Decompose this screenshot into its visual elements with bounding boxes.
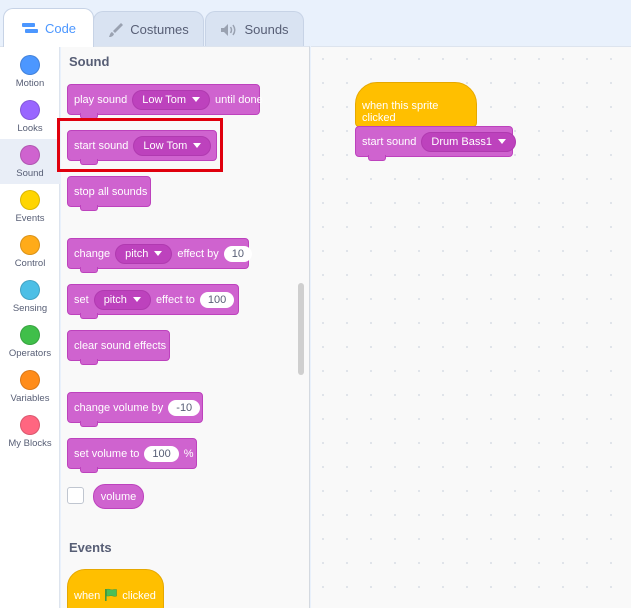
volume-reporter-block[interactable]: volume	[93, 484, 144, 509]
dropdown-caret-icon	[132, 297, 141, 302]
block-text: start sound	[74, 139, 129, 152]
category-label: Operators	[8, 348, 52, 359]
dropdown-value: Low Tom	[143, 139, 188, 152]
volume-monitor-checkbox[interactable]	[67, 487, 84, 504]
block-text: start sound	[362, 135, 417, 148]
block-text: until done	[215, 93, 263, 106]
sound-color-dot	[20, 145, 40, 165]
category-label: Sound	[16, 168, 44, 179]
script-area[interactable]: when this sprite clicked start sound Dru…	[311, 46, 631, 608]
category-variables[interactable]: Variables	[0, 364, 60, 409]
category-label: Looks	[17, 123, 43, 134]
category-sensing[interactable]: Sensing	[0, 274, 60, 319]
code-icon	[21, 21, 39, 35]
category-label: My Blocks	[8, 438, 52, 449]
category-label: Sensing	[12, 303, 48, 314]
block-text: change	[74, 247, 111, 260]
control-color-dot	[20, 235, 40, 255]
block-text: set volume to	[74, 447, 140, 460]
category-label: Control	[14, 258, 46, 269]
change-effect-block[interactable]: change pitch effect by 10	[67, 238, 252, 273]
category-operators[interactable]: Operators	[0, 319, 60, 364]
tab-sounds-label: Sounds	[244, 22, 289, 37]
speaker-icon	[220, 23, 238, 37]
change-volume-block[interactable]: change volume by -10	[67, 392, 203, 427]
category-looks[interactable]: Looks	[0, 94, 60, 139]
block-text: when	[74, 590, 101, 602]
editor-tab-bar: Code Costumes Sounds	[0, 0, 631, 47]
tab-costumes-label: Costumes	[130, 22, 189, 37]
category-sound[interactable]: Sound	[0, 139, 60, 184]
dropdown-value: pitch	[103, 293, 127, 306]
tab-sounds[interactable]: Sounds	[205, 11, 304, 47]
category-label: Variables	[10, 393, 50, 404]
sound-dropdown[interactable]: Drum Bass1	[421, 131, 516, 152]
category-my-blocks[interactable]: My Blocks	[0, 409, 60, 454]
block-text: change volume by	[74, 401, 164, 414]
effect-value-input[interactable]: 100	[199, 291, 235, 308]
effect-dropdown[interactable]: pitch	[93, 289, 151, 310]
tab-code[interactable]: Code	[3, 8, 94, 47]
volume-change-input[interactable]: -10	[168, 399, 201, 416]
operators-color-dot	[20, 325, 40, 345]
dropdown-caret-icon	[497, 139, 506, 144]
category-label: Motion	[15, 78, 45, 89]
dropdown-value: Drum Bass1	[431, 135, 492, 148]
sensing-color-dot	[20, 280, 40, 300]
play-sound-until-done-block[interactable]: play sound Low Tom until done	[67, 84, 263, 119]
block-text: volume	[100, 490, 137, 503]
dropdown-caret-icon	[154, 251, 163, 256]
block-text: clicked	[122, 590, 156, 602]
motion-color-dot	[20, 55, 40, 75]
category-events[interactable]: Events	[0, 184, 60, 229]
tab-costumes[interactable]: Costumes	[93, 11, 204, 47]
dropdown-value: pitch	[125, 247, 149, 260]
when-flag-clicked-block[interactable]: when clicked	[67, 569, 164, 608]
looks-color-dot	[20, 100, 40, 120]
stop-all-sounds-block[interactable]: stop all sounds	[67, 176, 151, 211]
category-menu: Motion Looks Sound Events Control Sensin…	[0, 46, 60, 608]
category-control[interactable]: Control	[0, 229, 60, 274]
category-motion[interactable]: Motion	[0, 49, 60, 94]
palette-scrollbar[interactable]	[298, 283, 304, 375]
section-title-sound: Sound	[69, 54, 110, 69]
section-title-events: Events	[69, 540, 112, 555]
script-start-sound-block[interactable]: start sound Drum Bass1	[355, 126, 516, 161]
events-color-dot	[20, 190, 40, 210]
brush-icon	[108, 22, 124, 38]
effect-amount-input[interactable]: 10	[223, 245, 252, 262]
sound-dropdown[interactable]: Low Tom	[132, 89, 211, 110]
category-label: Events	[15, 213, 45, 224]
block-text: clear sound effects	[74, 339, 167, 352]
highlight-box	[57, 118, 223, 172]
block-palette: Sound play sound Low Tom until done star…	[61, 46, 310, 608]
dropdown-value: Low Tom	[142, 93, 187, 106]
block-text: when this sprite clicked	[362, 99, 439, 124]
set-volume-block[interactable]: set volume to 100 %	[67, 438, 197, 473]
set-effect-block[interactable]: set pitch effect to 100	[67, 284, 239, 319]
dropdown-caret-icon	[193, 143, 202, 148]
block-text: effect to	[155, 293, 195, 306]
block-text: effect by	[177, 247, 219, 260]
block-text: play sound	[74, 93, 128, 106]
when-sprite-clicked-block[interactable]: when this sprite clicked	[355, 82, 477, 127]
block-text: %	[183, 447, 194, 460]
block-text: stop all sounds	[74, 185, 148, 198]
my-blocks-color-dot	[20, 415, 40, 435]
start-sound-block[interactable]: start sound Low Tom	[67, 130, 217, 165]
clear-sound-effects-block[interactable]: clear sound effects	[67, 330, 170, 365]
tab-code-label: Code	[44, 20, 77, 36]
effect-dropdown[interactable]: pitch	[115, 243, 173, 264]
sound-dropdown[interactable]: Low Tom	[133, 135, 212, 156]
volume-value-input[interactable]: 100	[144, 445, 179, 462]
green-flag-icon	[104, 588, 118, 605]
variables-color-dot	[20, 370, 40, 390]
block-text: set	[74, 293, 89, 306]
dropdown-caret-icon	[192, 97, 201, 102]
